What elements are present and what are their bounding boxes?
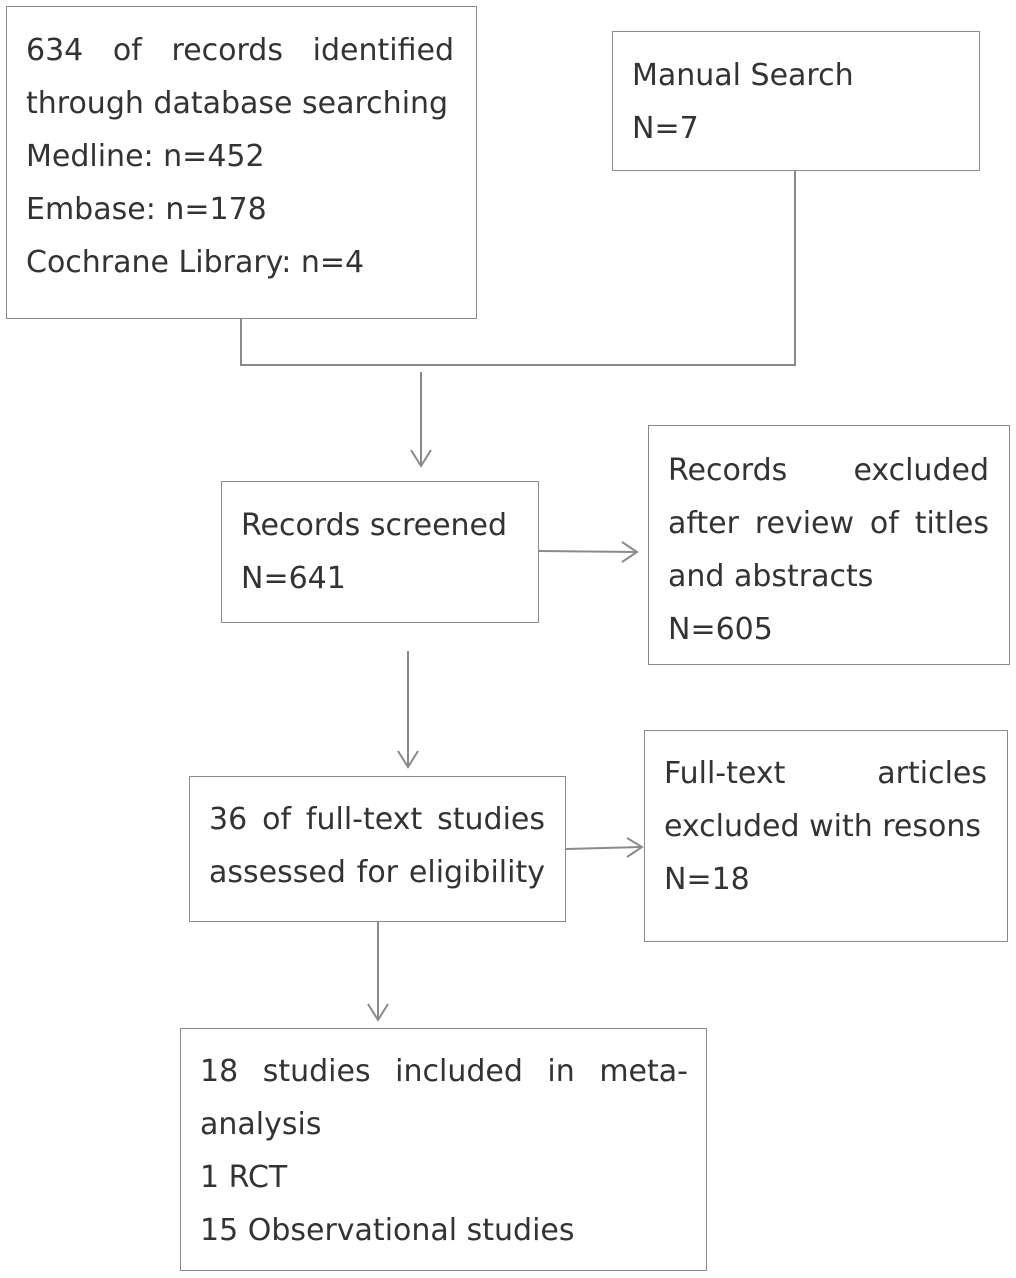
identification-line-4: Embase: n=178 — [26, 192, 267, 227]
excluded-line-4: N=605 — [668, 612, 773, 647]
included-line-3: 1 RCT — [200, 1160, 288, 1195]
full-text-excluded-line-2: excluded with resons — [664, 809, 982, 844]
studies-included-box: 18 studies included in meta- analysis 1 … — [180, 1028, 707, 1271]
full-text-line-2: assessed for eligibility — [209, 855, 545, 890]
arrow-to-screened-head — [410, 449, 432, 468]
full-text-excluded-line-3: N=18 — [664, 862, 750, 897]
included-line-1: 18 studies included in meta- — [200, 1054, 688, 1089]
identification-line-5: Cochrane Library: n=4 — [26, 245, 365, 280]
identification-line-2: through database searching — [26, 86, 449, 121]
identification-line-3: Medline: n=452 — [26, 139, 265, 174]
manual-search-line-1: Manual Search — [632, 58, 854, 93]
arrow-to-excluded-titles — [538, 550, 638, 553]
identification-line-1: 634 of records identified — [26, 33, 454, 68]
merge-connector — [240, 171, 796, 366]
identification-box: 634 of records identified through databa… — [6, 6, 477, 319]
records-excluded-box: Records excluded after review of titles … — [648, 425, 1010, 665]
manual-search-line-2: N=7 — [632, 111, 699, 146]
arrow-to-excluded-titles-head — [621, 541, 639, 563]
excluded-line-3: and abstracts — [668, 559, 874, 594]
included-line-2: analysis — [200, 1107, 322, 1142]
arrow-to-included-head — [367, 1003, 389, 1022]
manual-search-box: Manual Search N=7 — [612, 31, 980, 171]
full-text-line-1: 36 of full-text studies — [209, 802, 545, 837]
excluded-line-1: Records excluded — [668, 453, 989, 488]
full-text-excluded-box: Full-text articles excluded with resons … — [644, 730, 1008, 942]
excluded-line-2: after review of titles — [668, 506, 989, 541]
full-text-assessed-box: 36 of full-text studies assessed for eli… — [189, 776, 566, 922]
arrow-to-full-text-excluded-head — [626, 837, 644, 858]
screened-line-2: N=641 — [241, 561, 346, 596]
records-screened-box: Records screened N=641 — [221, 481, 539, 623]
arrow-to-full-text-head — [397, 750, 419, 769]
full-text-excluded-line-1: Full-text articles — [664, 756, 987, 791]
included-line-4: 15 Observational studies — [200, 1213, 575, 1248]
arrow-to-full-text-excluded — [565, 846, 643, 850]
screened-line-1: Records screened — [241, 508, 508, 543]
